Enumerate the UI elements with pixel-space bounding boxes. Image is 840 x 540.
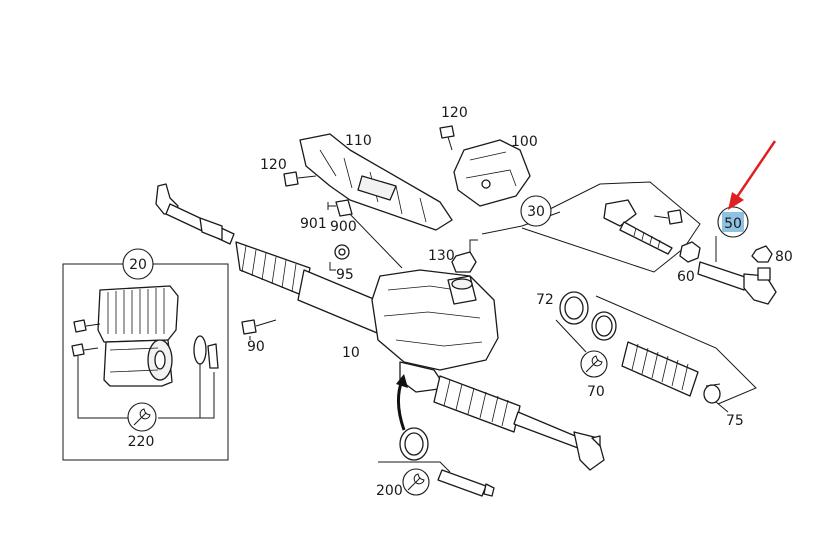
- screw-left-lower[interactable]: [71, 343, 99, 357]
- callout-20[interactable]: 20: [122, 248, 154, 280]
- wrench-icon[interactable]: [127, 402, 157, 432]
- callout-90[interactable]: 90: [247, 339, 265, 355]
- sensor-900[interactable]: [327, 199, 353, 217]
- callout-60[interactable]: 60: [677, 269, 695, 285]
- callout-100[interactable]: 100: [511, 134, 538, 150]
- screw-left-upper[interactable]: [73, 319, 101, 333]
- callout-95[interactable]: 95: [336, 267, 354, 283]
- svg-text:50: 50: [724, 216, 742, 232]
- inner-tie-rod[interactable]: [603, 199, 673, 255]
- nut-95[interactable]: [334, 244, 350, 260]
- wrench-icon[interactable]: [402, 468, 430, 496]
- seal-ring-right[interactable]: [193, 335, 219, 369]
- clamp-75[interactable]: [703, 383, 721, 404]
- electric-motor-unit[interactable]: [97, 285, 179, 387]
- nut-60[interactable]: [679, 241, 701, 263]
- callout-120-left[interactable]: 120: [260, 157, 287, 173]
- svg-text:20: 20: [129, 257, 147, 273]
- protective-cover-110[interactable]: [299, 133, 453, 231]
- callout-50-highlighted[interactable]: 50: [717, 206, 749, 238]
- pinion-cap-130[interactable]: [451, 239, 478, 273]
- callout-70[interactable]: 70: [587, 384, 605, 400]
- bolt-30-small[interactable]: [653, 209, 683, 225]
- callout-110[interactable]: 110: [345, 133, 372, 149]
- callout-200[interactable]: 200: [376, 483, 403, 499]
- curved-mount-arrow: [396, 374, 408, 431]
- nut-80[interactable]: [751, 245, 773, 263]
- bolt-90[interactable]: [241, 319, 277, 335]
- callout-120-upper[interactable]: 120: [441, 105, 468, 121]
- callout-72[interactable]: 72: [536, 292, 554, 308]
- bolt-120-left[interactable]: [283, 171, 317, 187]
- callout-901[interactable]: 901: [300, 216, 327, 232]
- adapter-ring-200[interactable]: [399, 427, 429, 461]
- callout-30[interactable]: 30: [520, 195, 552, 227]
- wrench-icon[interactable]: [580, 350, 608, 378]
- bellows-boot-70[interactable]: [621, 341, 699, 397]
- bracket-100[interactable]: [453, 139, 531, 207]
- tie-rod-end-50[interactable]: [697, 261, 777, 305]
- ring-seal-70[interactable]: [591, 311, 617, 341]
- bolt-120-upper[interactable]: [439, 125, 455, 151]
- callout-900[interactable]: 900: [330, 219, 357, 235]
- red-pointer-arrow: [728, 140, 777, 210]
- callout-75[interactable]: 75: [726, 413, 744, 429]
- steering-rack-housing[interactable]: [155, 183, 605, 471]
- callout-10[interactable]: 10: [342, 345, 360, 361]
- callout-80[interactable]: 80: [775, 249, 793, 265]
- svg-text:30: 30: [527, 204, 545, 220]
- callout-220[interactable]: 220: [128, 434, 155, 450]
- grease-tube-200[interactable]: [437, 469, 495, 497]
- callout-130[interactable]: 130: [428, 248, 455, 264]
- clamp-72[interactable]: [559, 291, 589, 325]
